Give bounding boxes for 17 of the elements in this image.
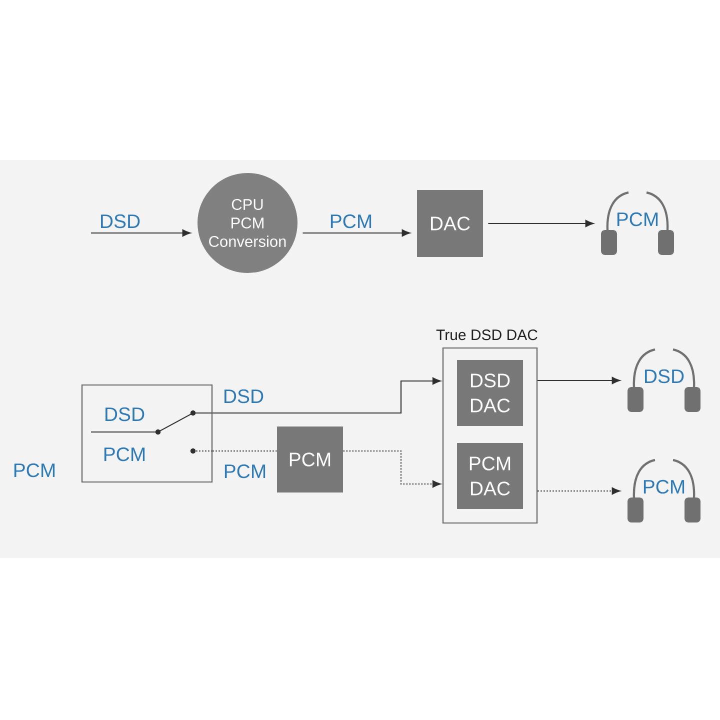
text-label: PCM bbox=[14, 463, 55, 478]
headphones: DSD bbox=[628, 348, 700, 412]
edge-label: PCM bbox=[222, 464, 268, 478]
node-label: True DSD DAC bbox=[436, 330, 538, 340]
switch-box: DSD PCM bbox=[81, 384, 213, 483]
headphones: PCM bbox=[601, 191, 674, 255]
edge-label: PCM bbox=[328, 214, 374, 228]
node-label: PCM bbox=[617, 212, 658, 226]
node-label: PCM bbox=[644, 480, 684, 494]
process-box: DAC bbox=[417, 190, 483, 257]
headphones: PCM bbox=[628, 458, 700, 522]
process-box: PCM DAC bbox=[457, 443, 523, 509]
process-box: PCM bbox=[277, 426, 343, 492]
node-label: DSD bbox=[645, 369, 684, 384]
edge-label: DSD bbox=[98, 214, 142, 228]
edge-label: DSD bbox=[222, 388, 265, 404]
process-box: DSD DAC bbox=[457, 360, 523, 426]
